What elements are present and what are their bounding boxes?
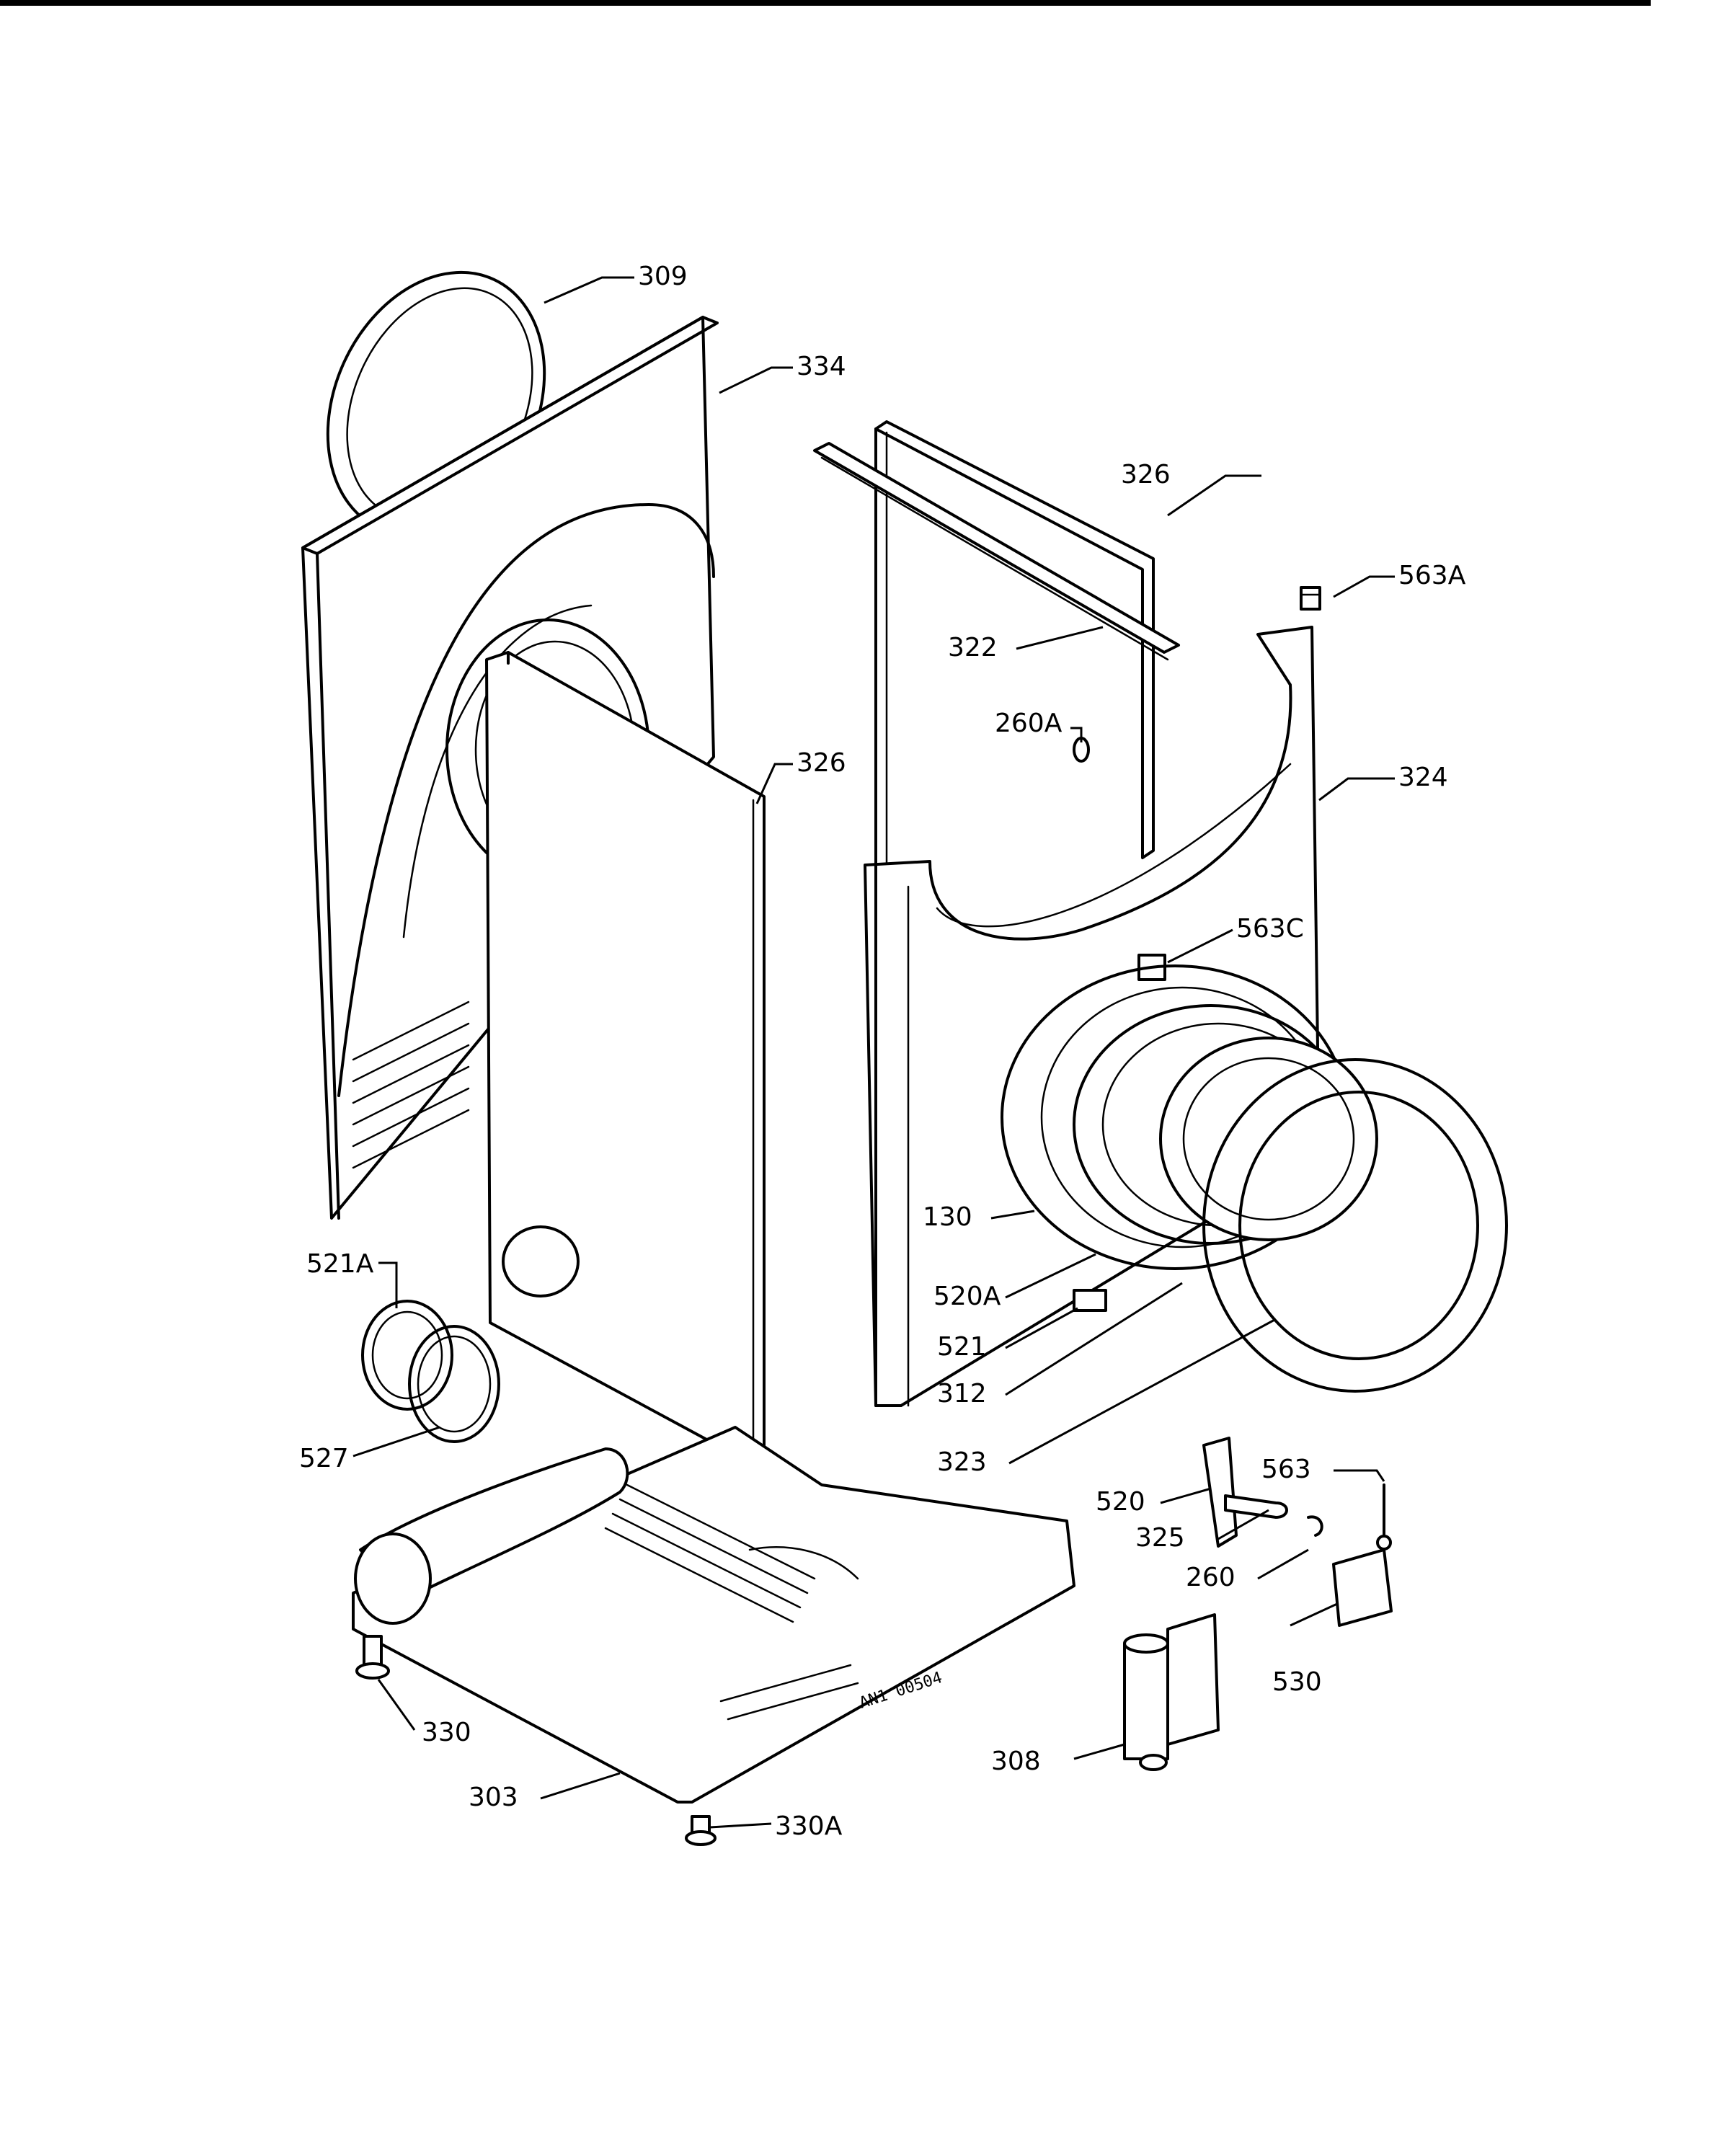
label-309: 309 bbox=[638, 262, 688, 291]
label-260A: 260A bbox=[995, 709, 1063, 738]
foot-330A bbox=[685, 1815, 717, 1846]
label-521: 521 bbox=[937, 1332, 987, 1362]
label-530: 530 bbox=[1272, 1667, 1322, 1697]
foot-330 bbox=[355, 1635, 390, 1680]
label-326: 326 bbox=[1121, 460, 1171, 489]
duct-ring-521A bbox=[361, 1300, 453, 1411]
spring-260 bbox=[1307, 1515, 1323, 1537]
label-323: 323 bbox=[937, 1447, 987, 1477]
side-panel-326-left bbox=[485, 651, 766, 1472]
clip-563A bbox=[1300, 586, 1321, 611]
hinge-308 bbox=[1123, 1613, 1220, 1771]
label-324: 324 bbox=[1398, 763, 1448, 792]
label-260: 260 bbox=[1186, 1563, 1236, 1592]
part-labels: 309 334 326 563A 322 260A 326 324 563C 1… bbox=[299, 262, 1466, 1841]
top-frame-326 bbox=[874, 420, 1155, 866]
label-308: 308 bbox=[991, 1747, 1041, 1776]
label-527: 527 bbox=[299, 1444, 349, 1473]
label-322: 322 bbox=[948, 633, 998, 662]
base-plate-303: AN1 00504 bbox=[352, 1426, 1075, 1804]
label-520: 520 bbox=[1096, 1487, 1145, 1517]
label-330: 330 bbox=[422, 1718, 471, 1747]
label-563A: 563A bbox=[1398, 561, 1466, 590]
label-130: 130 bbox=[923, 1202, 972, 1232]
label-520A: 520A bbox=[933, 1282, 1001, 1311]
label-334: 334 bbox=[797, 352, 846, 381]
base-vent-grille bbox=[604, 1483, 859, 1721]
label-325: 325 bbox=[1135, 1523, 1185, 1553]
top-rail-322 bbox=[813, 442, 1180, 661]
label-312: 312 bbox=[937, 1379, 987, 1409]
screw-563 bbox=[1376, 1483, 1392, 1551]
label-563: 563 bbox=[1261, 1455, 1311, 1484]
duct-ring-527 bbox=[408, 1325, 500, 1443]
label-521A: 521A bbox=[306, 1249, 374, 1279]
latch-521 bbox=[1073, 1289, 1107, 1312]
leader-lines bbox=[352, 276, 1395, 1829]
label-563C: 563C bbox=[1236, 914, 1304, 944]
label-303: 303 bbox=[469, 1783, 518, 1812]
label-330A: 330A bbox=[775, 1811, 843, 1841]
door-catch-325 bbox=[1224, 1494, 1288, 1519]
rear-vent-grille bbox=[352, 1001, 470, 1169]
hinge-block-530 bbox=[1332, 1548, 1393, 1627]
hinge-plate-520 bbox=[1202, 1437, 1238, 1548]
label-326-side: 326 bbox=[797, 748, 846, 778]
door-ring-323 bbox=[1202, 1058, 1508, 1393]
